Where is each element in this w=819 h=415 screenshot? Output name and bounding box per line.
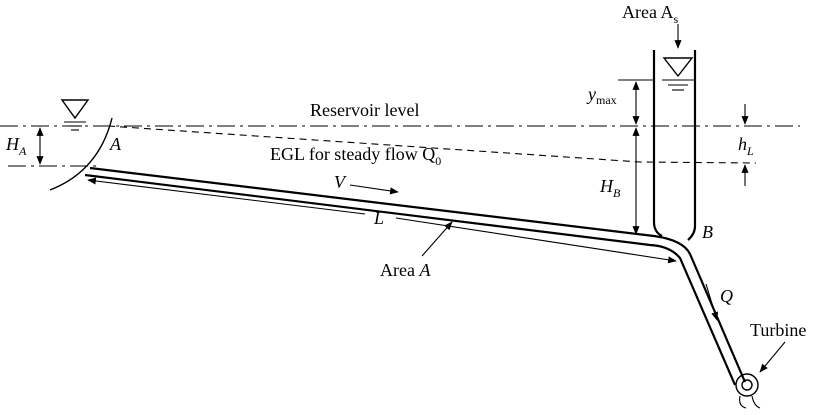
velocity-label: V: [334, 172, 347, 192]
length-label: L: [373, 208, 384, 228]
pipeline: [84, 166, 747, 386]
tank-surface-symbol: [662, 57, 694, 91]
ha-label: HA: [5, 134, 27, 158]
reservoir-surface-symbol: [60, 99, 90, 131]
area-pipe-label: Area A: [380, 260, 431, 280]
flow-arrow: [705, 283, 719, 321]
area-as-label: Area As: [622, 2, 678, 26]
egl-label: EGL for steady flow Q0: [270, 144, 441, 168]
reservoir-level-label: Reservoir level: [310, 100, 419, 120]
reservoir-wall: [49, 117, 113, 191]
turbine-leader: [759, 341, 786, 373]
ymax-label: ymax: [586, 84, 617, 107]
flow-label: Q: [720, 286, 733, 306]
point-a-label: A: [109, 134, 122, 154]
velocity-arrow: [349, 184, 399, 195]
turbine-label: Turbine: [750, 320, 806, 340]
turbine: [735, 373, 761, 409]
hl-label: hL: [738, 134, 754, 158]
point-b-label: B: [702, 222, 713, 242]
area-a-leader: [421, 221, 453, 257]
surge-tank: [652, 50, 697, 241]
egl-line: [107, 125, 757, 164]
hb-label: HB: [599, 176, 621, 200]
length-dim-right: [395, 217, 677, 264]
length-dim-left: [87, 177, 366, 215]
